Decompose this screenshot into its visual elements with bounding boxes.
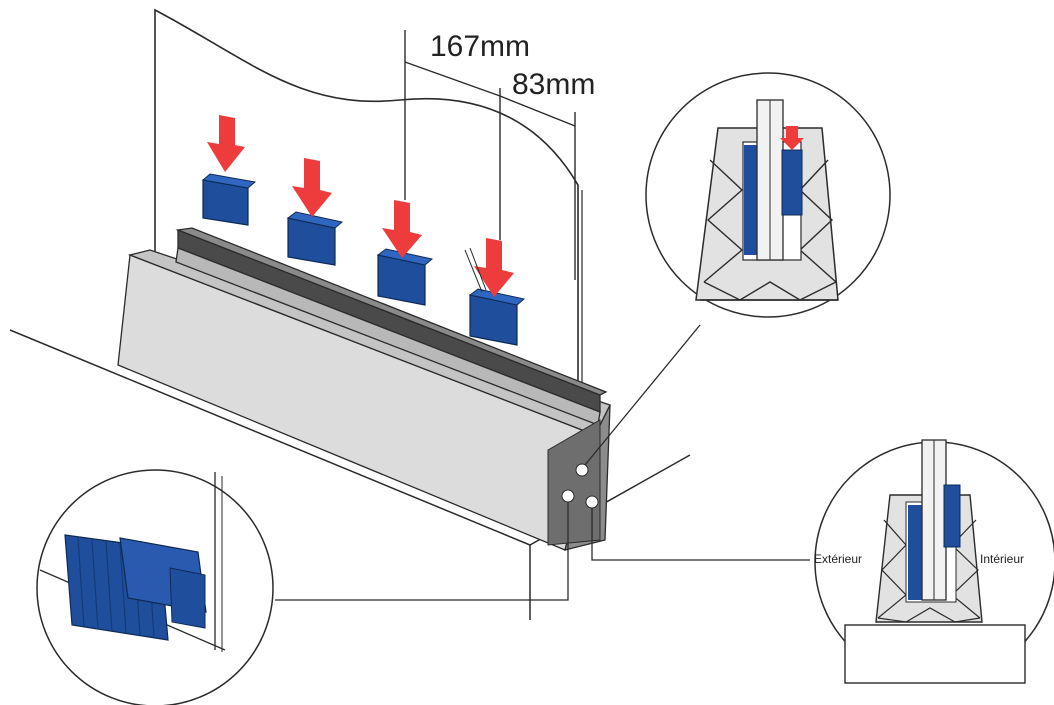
profile-end-detail [547, 419, 601, 546]
detail-circle-bottom-right: Extérieur Intérieur [814, 439, 1054, 684]
clip-4 [464, 238, 526, 346]
clip-1 [201, 115, 257, 226]
detail-circle-bottom-left [36, 469, 274, 705]
clip-3 [376, 200, 434, 306]
down-arrow-icon [382, 200, 422, 258]
interior-label: Intérieur [980, 552, 1024, 566]
down-arrow-icon [292, 158, 332, 217]
detail-circle-top-right [645, 72, 891, 318]
exterior-label: Extérieur [814, 552, 862, 566]
down-arrow-icon [207, 115, 245, 172]
down-arrow-icon [474, 238, 514, 297]
clip-2 [286, 158, 344, 266]
dimension-edge-label: 83mm [512, 68, 595, 101]
down-arrow-icon [780, 126, 804, 150]
callout-leaders [275, 324, 810, 601]
dimension-lines [404, 30, 576, 280]
dimension-spacing-label: 167mm [430, 30, 530, 63]
